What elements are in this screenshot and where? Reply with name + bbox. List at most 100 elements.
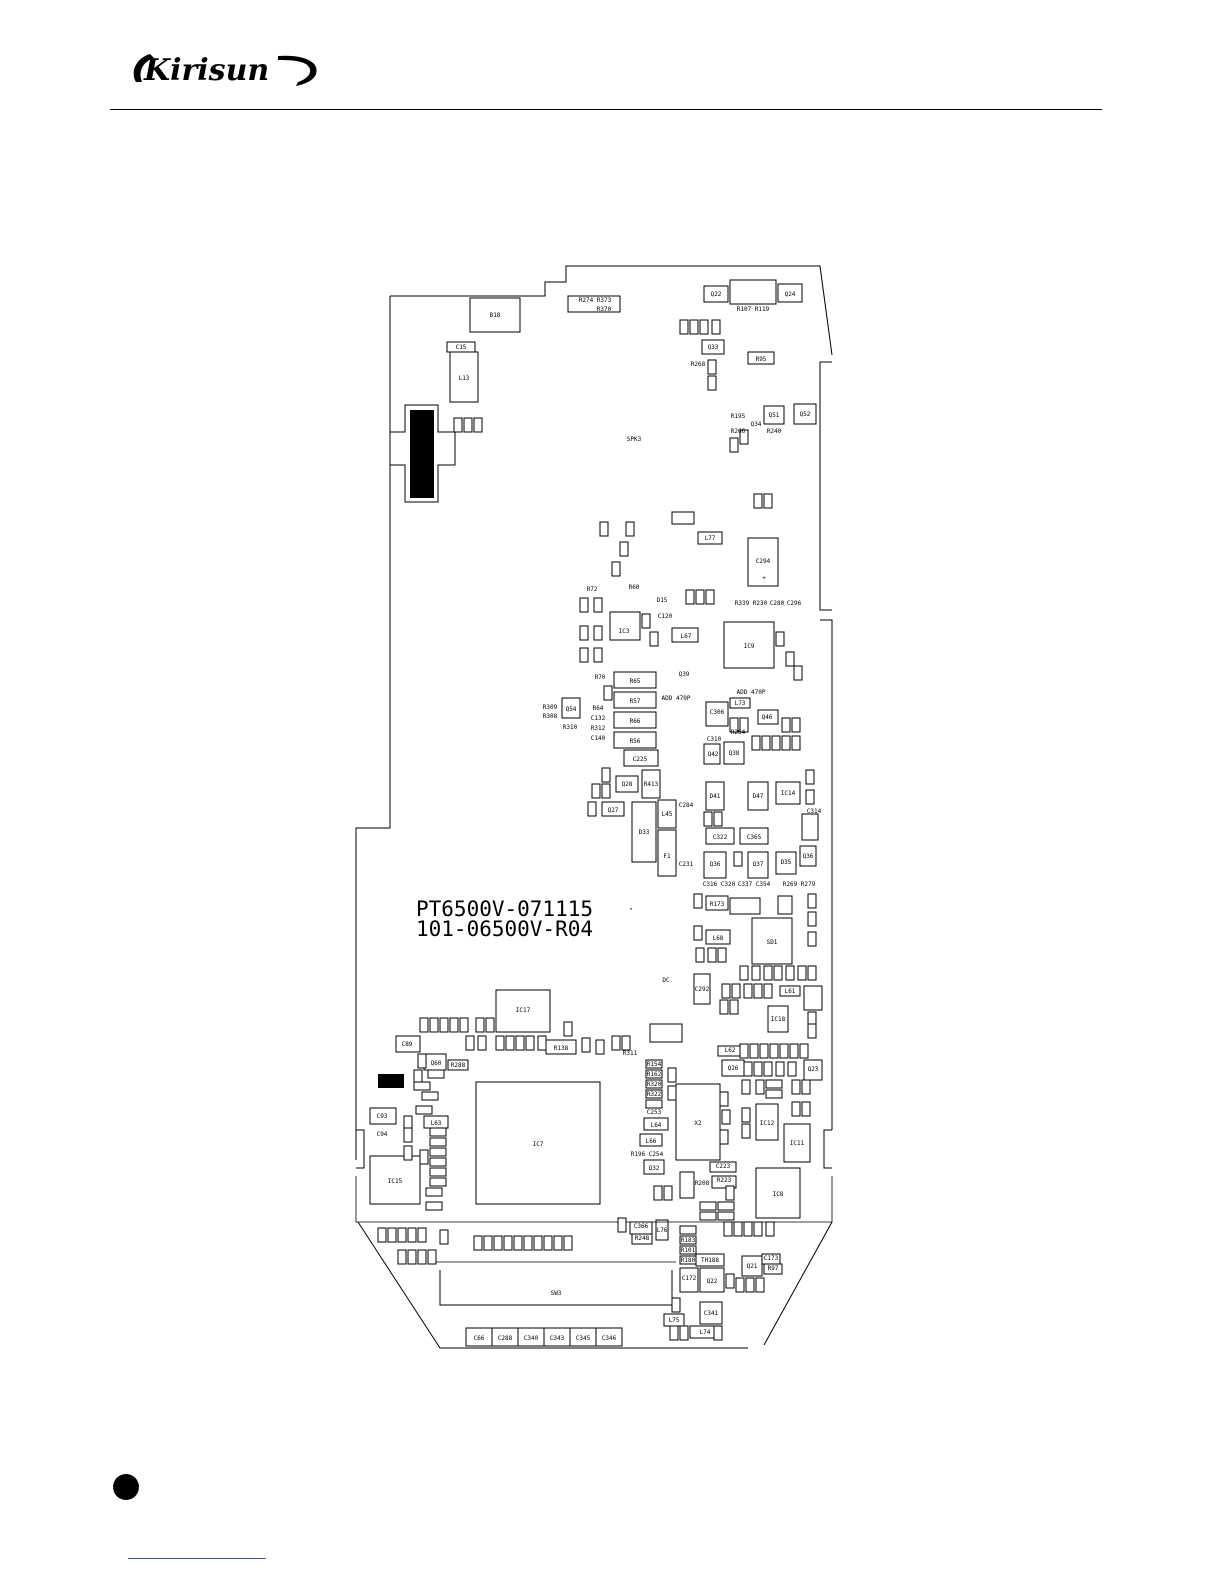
svg-text:R309: R309 bbox=[543, 704, 558, 711]
svg-text:C337: C337 bbox=[738, 881, 753, 888]
svg-text:C314: C314 bbox=[807, 808, 822, 815]
svg-text:Q54: Q54 bbox=[566, 706, 577, 713]
svg-text:R370: R370 bbox=[597, 306, 612, 313]
side-connector bbox=[389, 404, 456, 503]
svg-text:L63: L63 bbox=[431, 1120, 442, 1127]
svg-text:C340: C340 bbox=[524, 1335, 539, 1342]
label-ic15: IC15 bbox=[388, 1178, 403, 1185]
board-model-line: PT6500V-071115 bbox=[416, 897, 593, 921]
part-b18 bbox=[469, 297, 521, 333]
svg-text:Q27: Q27 bbox=[608, 807, 619, 814]
svg-text:C254: C254 bbox=[649, 1151, 664, 1158]
svg-text:C346: C346 bbox=[602, 1335, 617, 1342]
svg-text:IC14: IC14 bbox=[781, 790, 796, 797]
svg-text:R183: R183 bbox=[681, 1237, 696, 1244]
svg-text:C366: C366 bbox=[634, 1223, 649, 1230]
svg-text:R269: R269 bbox=[783, 881, 798, 888]
svg-text:F1: F1 bbox=[663, 853, 671, 860]
part-c294 bbox=[747, 537, 779, 587]
svg-text:R180: R180 bbox=[681, 1257, 696, 1264]
svg-text:C306: C306 bbox=[710, 709, 725, 716]
label-ic11: IC11 bbox=[790, 1140, 805, 1147]
header-rule bbox=[110, 109, 1102, 110]
svg-text:R97: R97 bbox=[768, 1265, 779, 1272]
svg-text:Q37: Q37 bbox=[753, 861, 764, 868]
svg-text:L73: L73 bbox=[735, 700, 746, 707]
svg-text:L68: L68 bbox=[713, 935, 724, 942]
svg-text:TH188: TH188 bbox=[701, 1257, 719, 1264]
board-part-line: 101-06500V-R04 bbox=[416, 917, 593, 941]
svg-text:Q21: Q21 bbox=[747, 1263, 758, 1270]
svg-text:R57: R57 bbox=[630, 698, 641, 705]
svg-text:R56: R56 bbox=[630, 738, 641, 745]
svg-text:D35: D35 bbox=[781, 859, 792, 866]
svg-text:D33: D33 bbox=[639, 829, 650, 836]
kirisun-logo: Kirisun bbox=[133, 53, 317, 88]
board-outline-left bbox=[355, 296, 391, 1160]
footer-link-line bbox=[128, 1558, 266, 1559]
svg-text:D47: D47 bbox=[753, 793, 764, 800]
svg-text:R322: R322 bbox=[647, 1091, 662, 1098]
label-spk: SPK3 bbox=[627, 436, 642, 443]
svg-text:R413: R413 bbox=[644, 781, 659, 788]
pad-black bbox=[378, 1074, 404, 1088]
svg-text:R101: R101 bbox=[681, 1247, 696, 1254]
svg-text:C225: C225 bbox=[633, 756, 648, 763]
svg-text:Q52: Q52 bbox=[800, 411, 811, 418]
svg-text:Q36: Q36 bbox=[803, 853, 814, 860]
svg-text:C345: C345 bbox=[576, 1335, 591, 1342]
svg-text:Q46: Q46 bbox=[762, 714, 773, 721]
svg-text:R240: R240 bbox=[767, 428, 782, 435]
part-ic7 bbox=[475, 1081, 601, 1205]
svg-text:L66: L66 bbox=[646, 1138, 657, 1145]
label-x2: X2 bbox=[694, 1120, 702, 1127]
svg-text:R339: R339 bbox=[735, 600, 750, 607]
board-outline-bottom-left bbox=[357, 1221, 748, 1349]
label-ic9: IC9 bbox=[744, 643, 755, 650]
svg-text:R208: R208 bbox=[695, 1180, 710, 1187]
svg-text:C288: C288 bbox=[498, 1335, 513, 1342]
svg-text:R308: R308 bbox=[543, 713, 558, 720]
svg-text:R311: R311 bbox=[623, 1050, 638, 1057]
svg-text:R223: R223 bbox=[717, 1177, 732, 1184]
svg-text:R66: R66 bbox=[630, 718, 641, 725]
svg-text:Q36: Q36 bbox=[710, 861, 721, 868]
svg-text:R195: R195 bbox=[731, 413, 746, 420]
svg-text:C310: C310 bbox=[707, 736, 722, 743]
svg-text:R119: R119 bbox=[755, 306, 770, 313]
svg-text:ADD 470P: ADD 470P bbox=[737, 689, 766, 696]
svg-text:C120: C120 bbox=[658, 613, 673, 620]
board-outline-right bbox=[820, 619, 833, 1130]
svg-text:C253: C253 bbox=[647, 1109, 662, 1116]
part-sd1 bbox=[751, 917, 793, 965]
part-d33 bbox=[631, 801, 657, 863]
svg-text:L62: L62 bbox=[725, 1047, 736, 1054]
svg-text:L77: L77 bbox=[705, 535, 716, 542]
part-x2 bbox=[675, 1083, 721, 1161]
part-ic11 bbox=[783, 1123, 811, 1163]
part-ic15 bbox=[369, 1155, 421, 1205]
svg-text:L75: L75 bbox=[669, 1317, 680, 1324]
svg-text:R162: R162 bbox=[647, 1071, 662, 1078]
page-marker-dot bbox=[113, 1474, 139, 1500]
svg-text:R64: R64 bbox=[593, 705, 604, 712]
svg-text:C343: C343 bbox=[550, 1335, 565, 1342]
label-ic8: IC8 bbox=[773, 1191, 784, 1198]
svg-text:Q39: Q39 bbox=[679, 671, 690, 678]
svg-text:C94: C94 bbox=[377, 1131, 388, 1138]
sw3-outline bbox=[439, 1270, 673, 1306]
svg-text:C15: C15 bbox=[456, 344, 467, 351]
svg-text:C322: C322 bbox=[713, 834, 728, 841]
svg-text:C284: C284 bbox=[679, 802, 694, 809]
label-sw3: SW3 bbox=[551, 1290, 562, 1297]
svg-text:R373: R373 bbox=[597, 297, 612, 304]
label-ic18: IC18 bbox=[771, 1016, 786, 1023]
svg-text:R288: R288 bbox=[451, 1062, 466, 1069]
label-sd1: SD1 bbox=[767, 939, 778, 946]
part-ic18 bbox=[767, 1005, 789, 1033]
svg-text:R310: R310 bbox=[563, 724, 578, 731]
label-l13: L13 bbox=[459, 375, 470, 382]
svg-text:Q23: Q23 bbox=[808, 1066, 819, 1073]
svg-text:Q22: Q22 bbox=[707, 1278, 718, 1285]
